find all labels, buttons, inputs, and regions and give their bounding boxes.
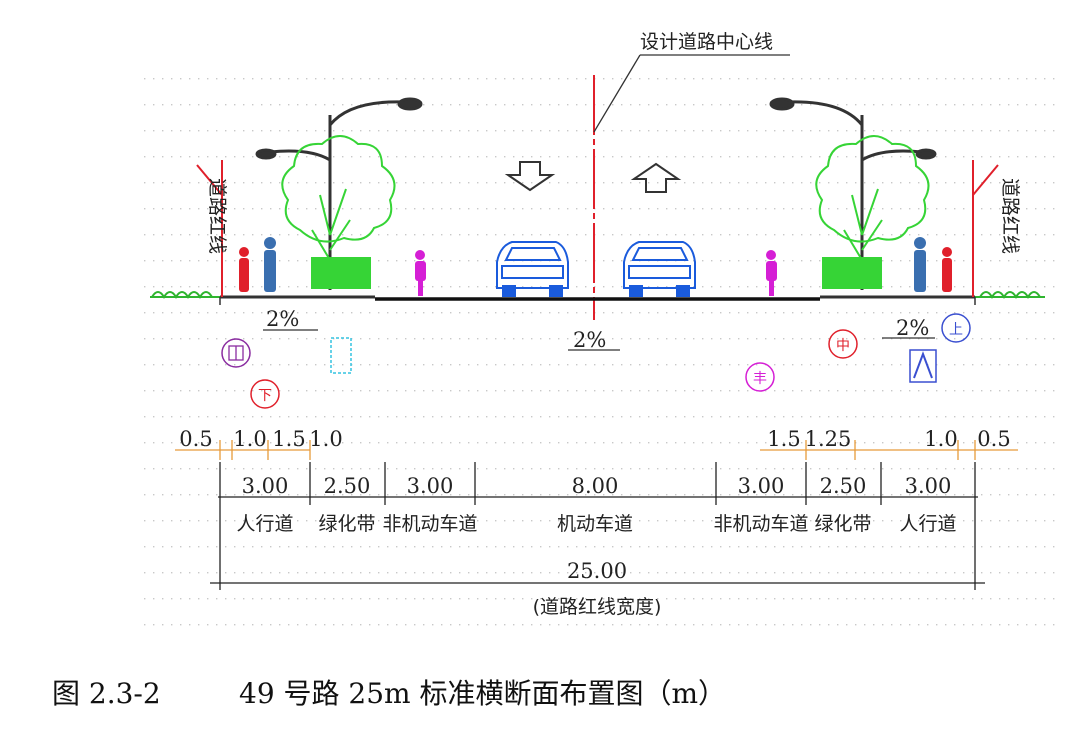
slope-left: 2%: [263, 307, 318, 331]
symbol-mark-left-top: [221, 338, 251, 368]
segment-name: 绿化带: [318, 513, 375, 535]
svg-text:2%: 2%: [573, 328, 606, 352]
segment-name: 人行道: [236, 513, 293, 535]
sub-dimension-row: 0.5 1.0 1.5 1.0 1.5 1.25 1.0 0.5: [175, 427, 1018, 460]
car-right: [623, 241, 696, 297]
figure-caption: 图 2.3-2 49 号路 25m 标准横断面布置图（m）: [52, 672, 1052, 712]
segment-name: 绿化带: [814, 513, 871, 535]
svg-text:丰: 丰: [753, 371, 767, 387]
segment-name: 人行道: [899, 513, 956, 535]
sub-dim-left-2: 1.5: [272, 427, 305, 451]
slope-right: 2%: [882, 316, 935, 340]
segment-width: 3.00: [738, 474, 785, 498]
segment-name: 非机动车道: [382, 513, 477, 535]
sub-dim-right-3: 0.5: [977, 427, 1010, 451]
total-width-label: (道路红线宽度): [533, 596, 662, 618]
segment-width: 8.00: [572, 474, 619, 498]
north-arrow-icon: [909, 349, 937, 383]
segment-1: 2.50 绿化带: [318, 474, 375, 535]
svg-text:下: 下: [258, 388, 272, 404]
total-dimension: 25.00 (道路红线宽度): [210, 559, 985, 618]
segment-width: 2.50: [820, 474, 867, 498]
tree-right: [815, 135, 930, 289]
car-left: [496, 241, 569, 297]
symbol-mark-right-mid: 丰: [745, 362, 775, 392]
red-line-markers: [196, 160, 999, 297]
tree-left: [281, 135, 396, 289]
symbol-mark-left-bottom: 下: [250, 379, 280, 409]
slope-center: 2%: [568, 328, 620, 352]
segment-width: 3.00: [242, 474, 289, 498]
sub-dim-left-0: 0.5: [179, 427, 212, 451]
down-arrow-icon: [504, 161, 556, 192]
light-pole-base-icon: [330, 337, 352, 374]
segment-5: 2.50 绿化带: [814, 474, 871, 535]
segment-dimension-row: [218, 462, 978, 590]
segment-2: 3.00 非机动车道: [382, 474, 477, 535]
segment-0: 3.00 人行道: [236, 474, 293, 535]
cyclist-left: [415, 250, 426, 296]
segment-6: 3.00 人行道: [899, 474, 956, 535]
svg-text:2%: 2%: [896, 316, 929, 340]
up-arrow-icon: [630, 162, 682, 193]
pedestrians-left: [239, 237, 276, 292]
sub-dim-right-1: 1.25: [805, 427, 852, 451]
red-line-label-right: 道路红线: [999, 178, 1021, 254]
svg-text:2%: 2%: [266, 307, 299, 331]
street-lamp-left: [255, 97, 423, 290]
symbol-mark-right-up: 上: [941, 313, 971, 343]
segment-width: 2.50: [324, 474, 371, 498]
svg-text:中: 中: [836, 338, 850, 354]
cyclist-right: [766, 250, 777, 296]
segment-name: 机动车道: [557, 513, 633, 535]
segment-name: 非机动车道: [713, 513, 808, 535]
symbol-mark-right-top: 中: [828, 329, 858, 359]
sub-dim-left-3: 1.0: [309, 427, 342, 451]
total-width: 25.00: [567, 559, 627, 583]
figure-title: 49 号路 25m 标准横断面布置图（m）: [239, 677, 727, 710]
centerline-label: 设计道路中心线: [640, 31, 773, 53]
figure-number: 图 2.3-2: [52, 677, 161, 710]
segment-width: 3.00: [407, 474, 454, 498]
segment-width: 3.00: [905, 474, 952, 498]
sub-dim-right-0: 1.5: [767, 427, 800, 451]
centerline-leader-line: [593, 54, 641, 133]
pedestrians-right: [914, 237, 952, 292]
sub-dim-right-2: 1.0: [924, 427, 957, 451]
road-surface: [150, 291, 1045, 305]
svg-text:上: 上: [949, 322, 963, 338]
sub-dim-left-1: 1.0: [233, 427, 266, 451]
segment-4: 3.00 非机动车道: [713, 474, 808, 535]
segment-3: 8.00 机动车道: [557, 474, 633, 535]
red-line-label-left: 道路红线: [206, 178, 228, 254]
